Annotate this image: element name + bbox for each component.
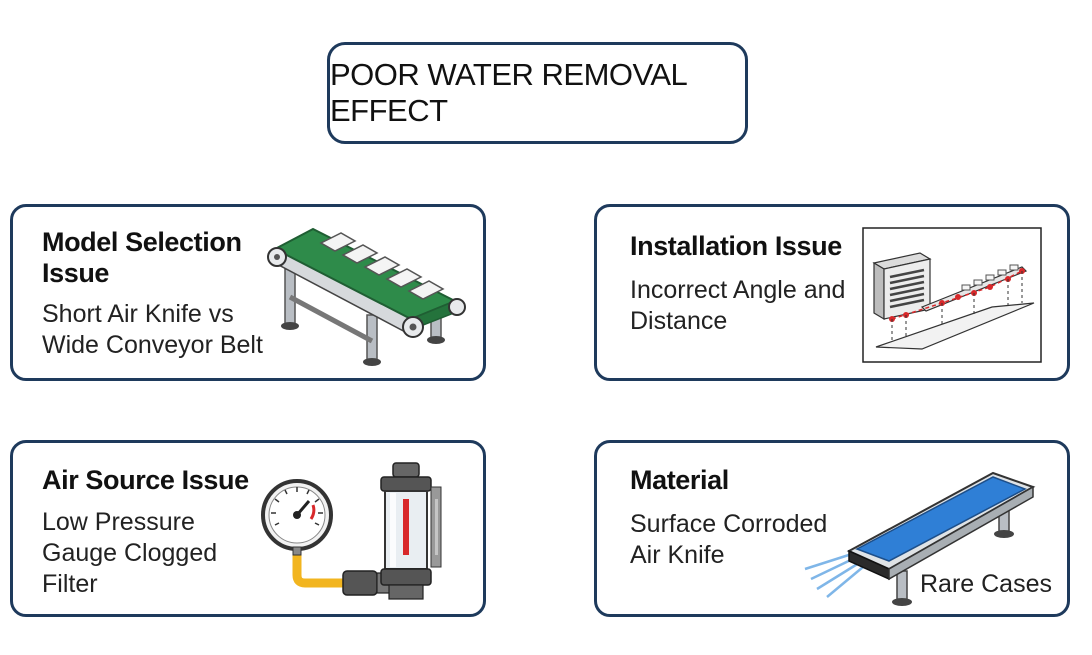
- card-description: Low Pressure Gauge Clogged Filter: [42, 507, 217, 600]
- pressure-gauge-filter-icon: [261, 462, 442, 600]
- card-material: Material Surface Corroded Air Knife: [594, 440, 1070, 617]
- desc-line: Distance: [630, 307, 728, 335]
- card-air-source: Air Source Issue Low Pressure Gauge Clog…: [10, 440, 486, 617]
- card-heading: Air Source Issue: [42, 465, 249, 496]
- desc-line: Low Pressure: [42, 508, 195, 536]
- card-model-selection: Model Selection Issue Short Air Knife vs…: [10, 204, 486, 381]
- card-description: Surface Corroded Air Knife: [630, 509, 827, 571]
- desc-line: Incorrect Angle and: [630, 276, 846, 304]
- diagram-title: POOR WATER REMOVAL EFFECT: [330, 57, 687, 128]
- card-heading: Installation Issue: [630, 231, 842, 262]
- installation-diagram-icon: [862, 227, 1042, 363]
- desc-line: Gauge Clogged: [42, 539, 218, 567]
- card-installation: Installation Issue Incorrect Angle and D…: [594, 204, 1070, 381]
- heading-line: Air Source Issue: [42, 465, 249, 495]
- title-box: POOR WATER REMOVAL EFFECT: [327, 42, 748, 144]
- card-heading: Model Selection Issue: [42, 227, 242, 289]
- card-description: Short Air Knife vs Wide Conveyor Belt: [42, 299, 263, 361]
- conveyor-belt-icon: [267, 227, 466, 366]
- heading-line: Installation Issue: [630, 231, 842, 261]
- card-description: Incorrect Angle and Distance: [630, 275, 845, 337]
- heading-line: Issue: [42, 258, 110, 288]
- desc-line: Wide Conveyor Belt: [42, 331, 263, 359]
- desc-line: Surface Corroded: [630, 510, 828, 538]
- rare-cases-note: Rare Cases: [920, 570, 1052, 598]
- air-knife-icon: [804, 471, 1036, 606]
- desc-line: Air Knife: [630, 541, 725, 569]
- card-heading: Material: [630, 465, 729, 496]
- heading-line: Model Selection: [42, 227, 242, 257]
- desc-line: Filter: [42, 570, 98, 598]
- desc-line: Short Air Knife vs: [42, 300, 234, 328]
- heading-line: Material: [630, 465, 729, 495]
